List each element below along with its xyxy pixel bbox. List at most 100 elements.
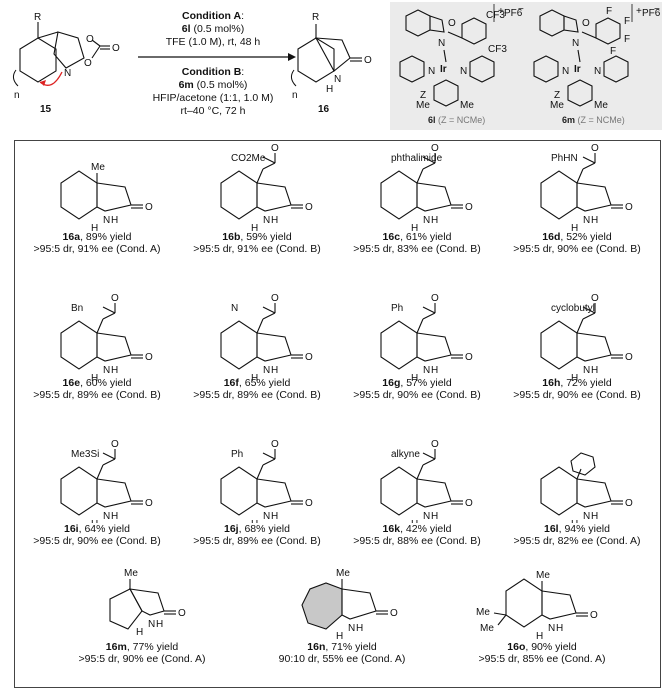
compound-id: 16k [382, 523, 401, 535]
yield-text: 90% yield [531, 641, 577, 653]
selectivity-text: 90:10 dr, 55% ee (Cond. A) [278, 653, 406, 665]
compound-id: 16c [382, 231, 401, 243]
selectivity-text: >95:5 dr, 82% ee (Cond. A) [513, 535, 641, 547]
svg-text:15: 15 [40, 104, 52, 115]
carbonyl-oxygen: O [590, 610, 598, 621]
carbonyl-oxygen: O [111, 439, 119, 450]
carbonyl-oxygen: O [145, 202, 153, 213]
caption-16l: 16l, 94% yield>95:5 dr, 82% ee (Cond. A) [497, 523, 657, 547]
ring-fusion-hydrogen: H [571, 223, 578, 234]
ring-fusion-hydrogen: H [336, 631, 343, 642]
ring-fusion-hydrogen: H [251, 519, 258, 523]
reaction-scheme: R O O O N n 15 R [0, 0, 664, 138]
caption-16g: 16g, 57% yield>95:5 dr, 90% ee (Cond. B) [337, 377, 497, 401]
substituent-label: Me3Si [71, 449, 99, 460]
svg-text:O: O [448, 18, 456, 29]
structure-16k: ONHHOalkyne [380, 439, 473, 523]
svg-text:R: R [312, 12, 319, 23]
yield-text: 77% yield [132, 641, 179, 653]
catalyst-panel: O N CF3 CF3 Ir N N Z Me Me + PF6 − [390, 2, 662, 130]
svg-text:CF3: CF3 [488, 44, 507, 55]
condition-b-solvent: HFIP/acetone (1:1, 1.0 M) [152, 92, 274, 104]
nh-hydrogen: H [271, 511, 278, 522]
condition-a-title: Condition A [181, 10, 242, 22]
compound-id: 16b [222, 231, 241, 243]
svg-text:Me: Me [550, 100, 564, 111]
svg-text:F: F [624, 34, 630, 45]
yield-text: 57% yield [406, 377, 452, 389]
nh-hydrogen: H [431, 511, 438, 522]
compound-id: 16g [382, 377, 401, 389]
caption-16m: 16m, 77% yield>95:5 dr, 90% ee (Cond. A) [62, 641, 222, 665]
nh-hydrogen: H [356, 623, 363, 634]
carbonyl-oxygen: O [178, 608, 186, 619]
svg-text:N: N [64, 68, 71, 79]
nitrogen-atom: N [583, 215, 590, 226]
svg-text:N: N [572, 38, 579, 49]
selectivity-text: >95:5 dr, 91% ee (Cond. A) [33, 243, 161, 255]
selectivity-text: >95:5 dr, 89% ee (Cond. B) [33, 389, 161, 401]
product-16k: ONHHOalkyne16k, 42% yield>95:5 dr, 88% e… [337, 423, 497, 558]
nh-hydrogen: H [111, 215, 118, 226]
methyl-label: Me [336, 568, 350, 579]
yield-text: 64% yield [84, 523, 130, 535]
compound-id: 16j [224, 523, 239, 535]
svg-text:Z: Z [554, 90, 560, 101]
svg-text:PF6: PF6 [642, 8, 661, 19]
compound-id: 16f [223, 377, 239, 389]
carbonyl-oxygen: O [591, 293, 599, 304]
compound-id: 16d [542, 231, 561, 243]
nitrogen-atom: N [103, 511, 110, 522]
svg-text:Me: Me [460, 100, 474, 111]
product-structure: R O N H n 16 [290, 12, 372, 115]
condition-b-catalyst: 6m [178, 79, 194, 91]
yield-text: 52% yield [566, 231, 612, 243]
ring-fusion-hydrogen: H [136, 627, 143, 638]
nh-hydrogen: H [111, 365, 118, 376]
svg-text:+: + [498, 6, 504, 17]
svg-text:N: N [428, 66, 435, 77]
nitrogen-atom: N [423, 215, 430, 226]
carbonyl-oxygen: O [111, 293, 119, 304]
svg-text:Me: Me [594, 100, 608, 111]
ring-fusion-hydrogen: H [411, 519, 418, 523]
compound-id: 16a [62, 231, 81, 243]
methyl-label: Me [536, 570, 550, 581]
svg-text:N: N [334, 74, 341, 85]
carbonyl-oxygen: O [305, 202, 313, 213]
carbonyl-oxygen: O [591, 143, 599, 154]
substituent-label: Ph [391, 303, 403, 314]
nitrogen-atom: N [548, 623, 555, 634]
yield-text: 59% yield [246, 231, 292, 243]
svg-text:R: R [34, 12, 41, 23]
product-16i: ONHHOMe3Si16i, 64% yield>95:5 dr, 90% ee… [17, 423, 177, 558]
nitrogen-atom: N [423, 365, 430, 376]
selectivity-text: >95:5 dr, 89% ee (Cond. B) [193, 535, 321, 547]
substituent-label: Ph [231, 449, 243, 460]
selectivity-text: >95:5 dr, 90% ee (Cond. B) [33, 535, 161, 547]
carbonyl-oxygen: O [431, 143, 439, 154]
substituent-label: PhHN [551, 153, 578, 164]
svg-text:N: N [562, 66, 569, 77]
caption-16d: 16d, 52% yield>95:5 dr, 90% ee (Cond. B) [497, 231, 657, 255]
nitrogen-atom: N [583, 511, 590, 522]
compound-id: 16n [307, 641, 326, 653]
selectivity-text: >95:5 dr, 88% ee (Cond. B) [353, 535, 481, 547]
yield-text: 68% yield [244, 523, 290, 535]
nh-hydrogen: H [591, 511, 598, 522]
catalyst-6l-z: (Z = NCMe) [438, 115, 486, 125]
